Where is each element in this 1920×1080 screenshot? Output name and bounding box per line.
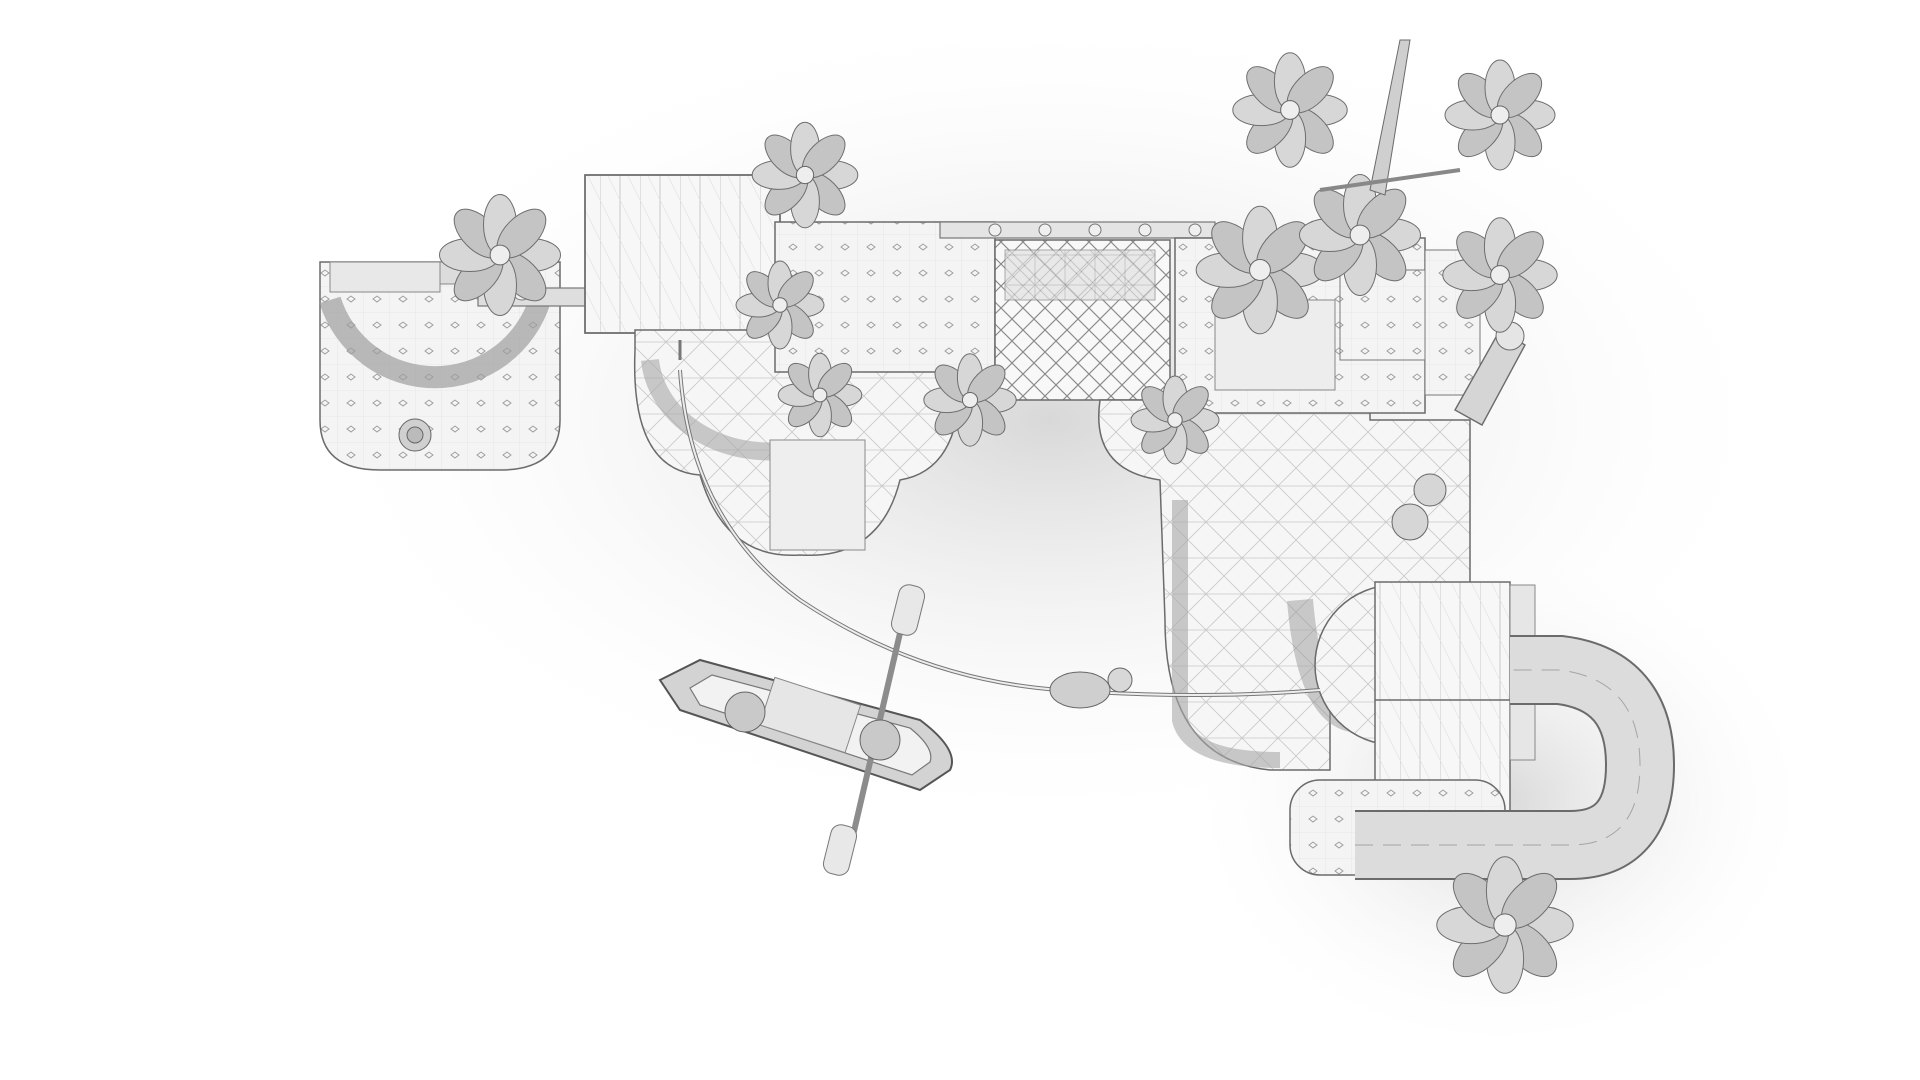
- palm-tree-icon: [751, 121, 859, 229]
- left-scalloped-deck: [633, 329, 961, 557]
- palm-tree-icon: [735, 260, 825, 350]
- palm-tree-icon: [439, 194, 561, 316]
- palm-tree-icon: [1232, 52, 1348, 168]
- upper-beam-bridge: [939, 221, 1216, 239]
- zipline-rope: [678, 340, 1321, 697]
- minifigure: [398, 418, 432, 452]
- palm-tree-icon: [1299, 174, 1421, 296]
- palm-tree-icon: [1130, 375, 1220, 465]
- palm-tree-icon: [1442, 217, 1558, 333]
- lower-right-house: [1287, 581, 1536, 813]
- minifigure: [1391, 473, 1447, 541]
- minifigure: [1049, 667, 1133, 709]
- minifigure: [724, 691, 901, 761]
- climbing-net: [994, 239, 1171, 401]
- palm-trees: [439, 52, 1574, 994]
- palm-tree-icon: [923, 353, 1017, 447]
- ground-shadows: [290, 0, 1820, 1060]
- palm-tree-icon: [1436, 856, 1574, 994]
- tube-slide: [1355, 635, 1676, 880]
- mast: [1319, 39, 1461, 196]
- palm-tree-icon: [777, 352, 863, 438]
- palm-tree-icon: [1195, 205, 1325, 335]
- palm-tree-icon: [1444, 59, 1556, 171]
